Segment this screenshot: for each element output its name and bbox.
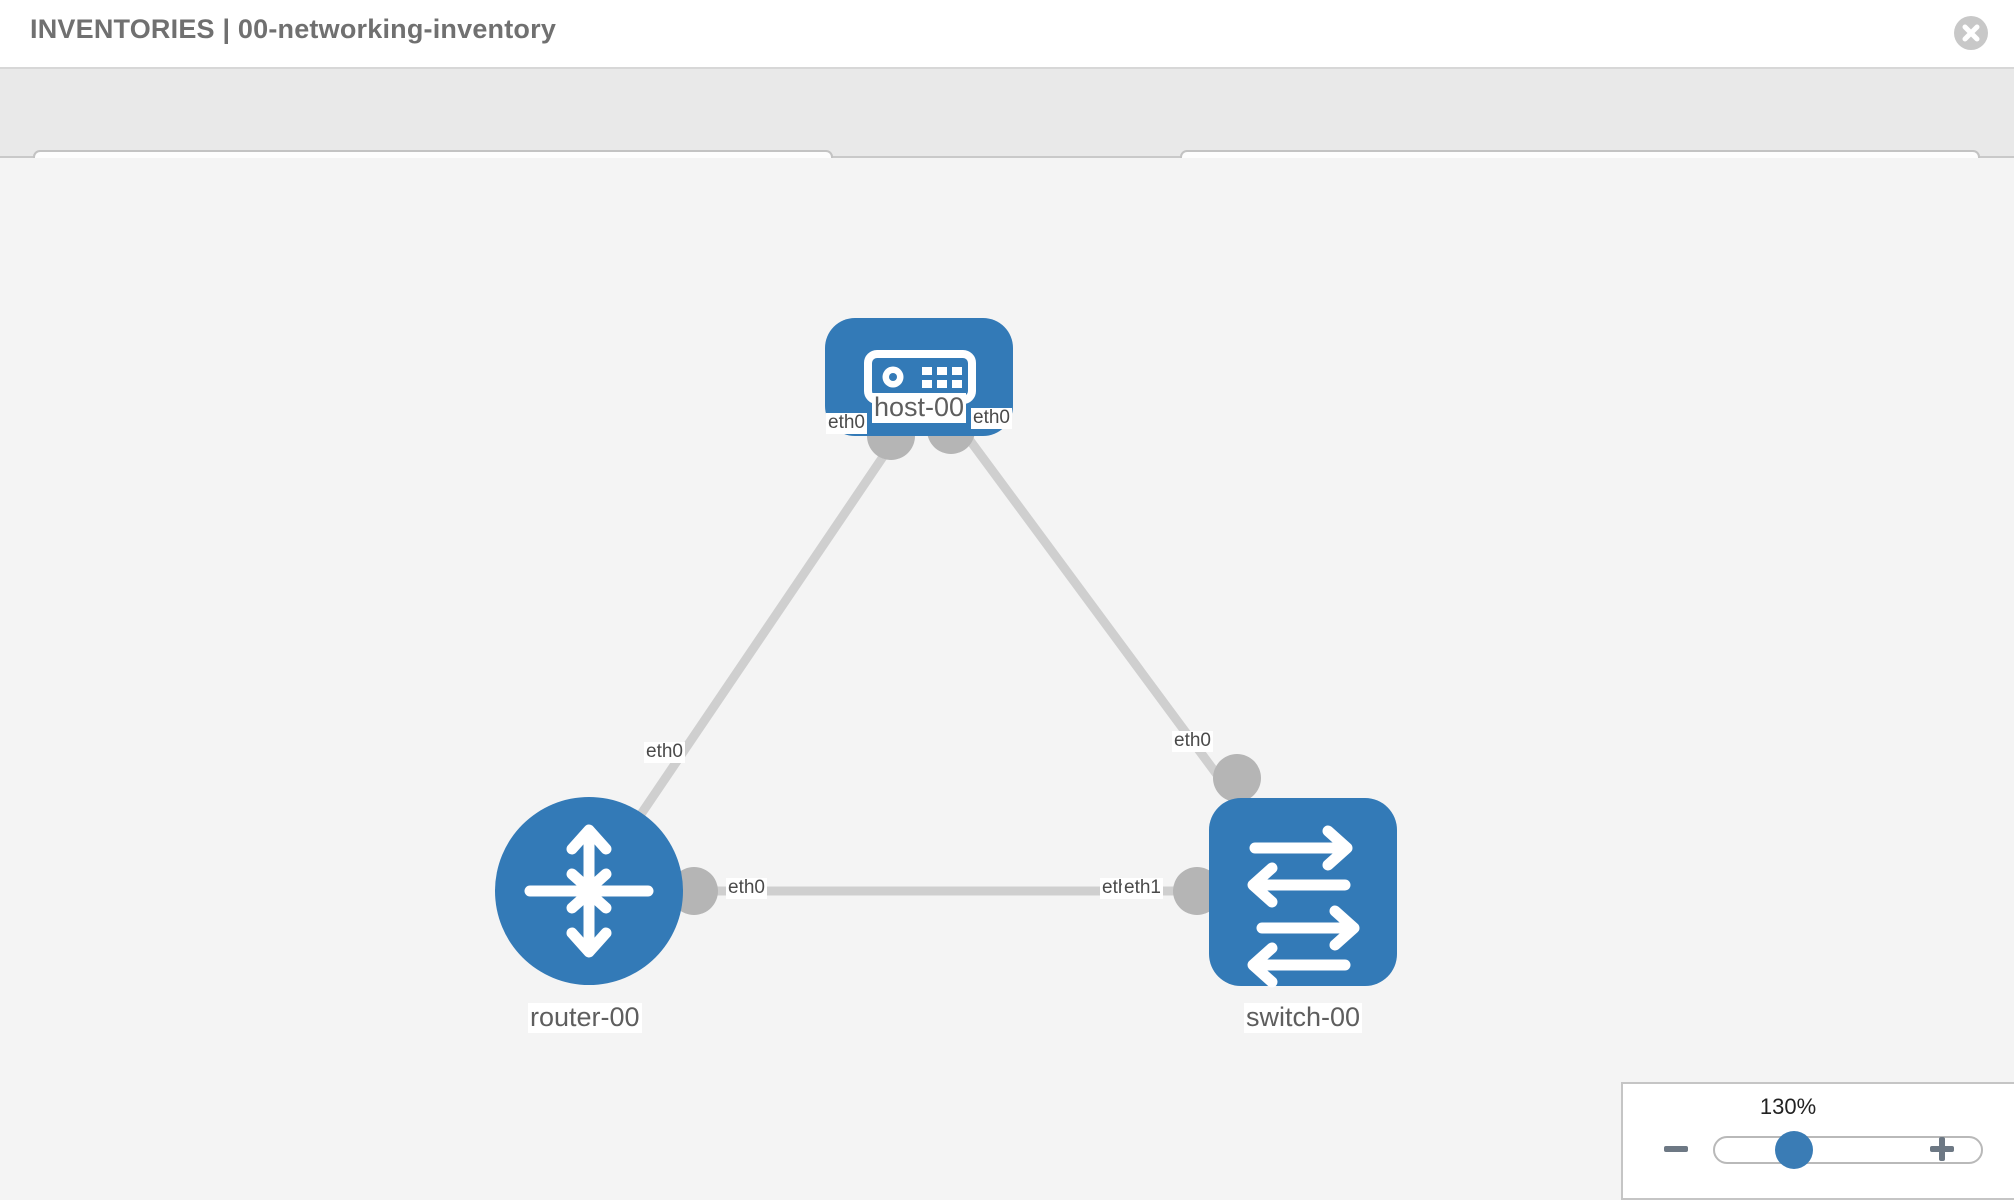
plus-icon [1930,1137,1954,1161]
node-switch-00[interactable] [1209,798,1397,988]
connector-switch00-eth0[interactable] [1213,754,1261,802]
topology-graph [495,318,1397,988]
zoom-in-button[interactable] [1927,1134,1957,1164]
iface-label-switch00-eth1: eth1 [1122,877,1163,899]
node-label-router-00: router-00 [528,1002,642,1033]
switch-arrows-icon [1247,825,1360,988]
node-label-host-00: host-00 [872,392,967,423]
router-arrows-icon [524,824,654,958]
zoom-control-panel: 130% [1621,1082,2014,1200]
iface-label-host00-eth0-right: eth0 [971,407,1012,429]
toolbar: ACTIONS SEARCH [0,69,2014,204]
zoom-level-label: 130% [1759,1094,1817,1119]
iface-label-host00-eth0-left: eth0 [826,412,867,434]
close-button[interactable] [1954,16,1988,50]
zoom-slider-thumb[interactable] [1775,1131,1813,1169]
topology-links [585,405,1307,896]
node-label-switch-00: switch-00 [1244,1002,1363,1033]
page-title: INVENTORIES | 00-networking-inventory [30,14,557,44]
minus-icon [1664,1146,1688,1152]
zoom-slider-track[interactable] [1713,1136,1983,1164]
iface-label-router00-eth0: eth0 [726,877,767,899]
topology-connectors [670,406,1261,915]
node-router-00[interactable] [495,797,683,985]
zoom-out-button[interactable] [1661,1134,1691,1164]
iface-label-router00-eth0-uplink: eth0 [644,741,685,763]
close-icon [1962,24,1980,42]
page-header: INVENTORIES | 00-networking-inventory [0,0,2014,69]
topology-canvas[interactable]: host-00 router-00 switch-00 eth0 eth0 et… [0,158,2014,1200]
node-switch-00-shape[interactable] [1209,798,1397,986]
iface-label-switch00-eth0-uplink: eth0 [1172,730,1213,752]
link-host00-router00[interactable] [585,405,920,894]
